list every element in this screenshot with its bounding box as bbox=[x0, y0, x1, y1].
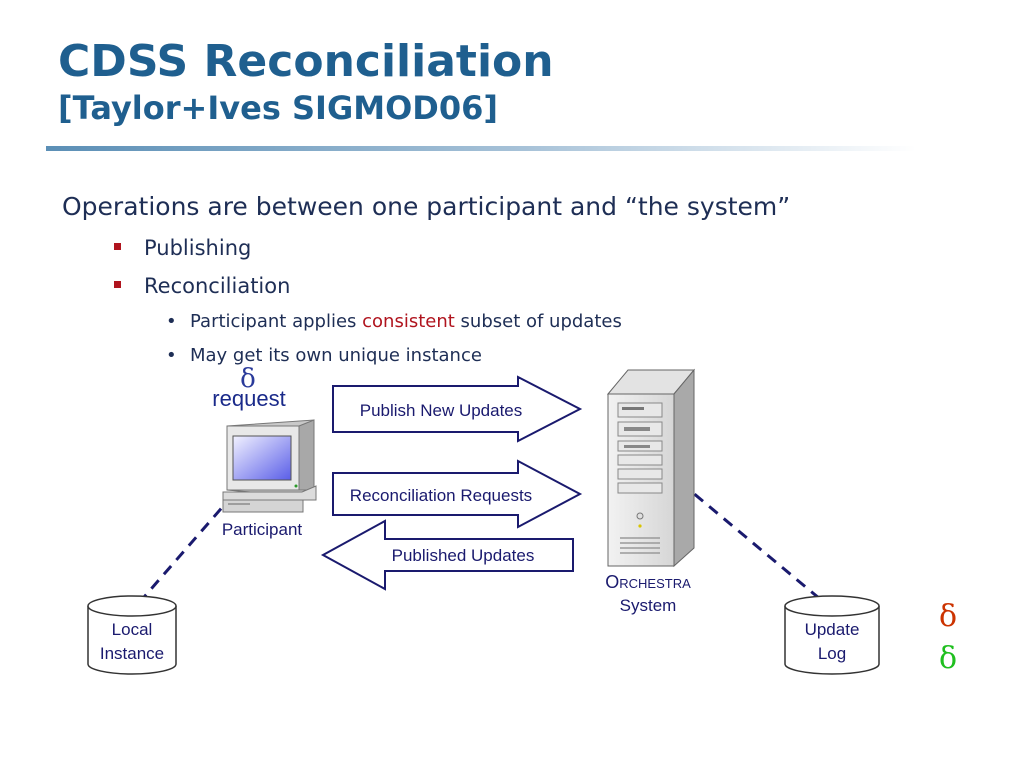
consistent-highlight: consistent bbox=[362, 311, 455, 332]
delta-request-symbol: δ bbox=[240, 364, 256, 394]
applies-suffix: subset of updates bbox=[454, 311, 622, 332]
update-log-database-icon bbox=[784, 595, 880, 675]
update-log-label-2: Log bbox=[818, 644, 846, 663]
participant-label: Participant bbox=[222, 520, 303, 539]
bullet-reconciliation: Reconciliation bbox=[113, 272, 790, 300]
bullet-unique-instance: May get its own unique instance bbox=[166, 344, 790, 368]
applies-prefix: Participant applies bbox=[190, 311, 363, 332]
reconciliation-arrow-label: Reconciliation Requests bbox=[350, 486, 532, 505]
delta-green-symbol: δ bbox=[939, 641, 957, 676]
bullet-applies: Participant applies consistent subset of… bbox=[166, 310, 790, 334]
title-divider bbox=[46, 146, 916, 151]
bullet-list: Operations are between one participant a… bbox=[62, 190, 790, 368]
delta-red-symbol: δ bbox=[939, 599, 957, 634]
local-instance-database-icon bbox=[87, 595, 177, 675]
orchestra-initial: O bbox=[605, 572, 619, 592]
server-log-connector bbox=[679, 480, 827, 606]
local-instance-label-1: Local bbox=[112, 620, 153, 639]
orchestra-label: ORCHESTRA bbox=[605, 572, 691, 592]
orchestra-rest: RCHESTRA bbox=[619, 576, 691, 591]
publish-arrow-label: Publish New Updates bbox=[360, 401, 523, 420]
local-instance-label-2: Instance bbox=[100, 644, 164, 663]
participant-computer-icon bbox=[222, 419, 317, 513]
orchestra-server-icon bbox=[606, 368, 696, 568]
update-log-label-1: Update bbox=[805, 620, 860, 639]
slide-title: CDSS Reconciliation [Taylor+Ives SIGMOD0… bbox=[58, 36, 554, 128]
published-updates-label: Published Updates bbox=[392, 546, 535, 565]
published-updates-arrow bbox=[320, 519, 574, 591]
request-label: request bbox=[212, 386, 285, 411]
bullet-publishing: Publishing bbox=[113, 234, 790, 262]
title-line-2: [Taylor+Ives SIGMOD06] bbox=[58, 89, 498, 127]
title-line-1: CDSS Reconciliation bbox=[58, 36, 554, 87]
orchestra-system-label: System bbox=[620, 596, 677, 615]
publish-arrow bbox=[332, 375, 583, 443]
bullet-main: Operations are between one participant a… bbox=[62, 192, 791, 221]
reconciliation-arrow bbox=[332, 459, 583, 529]
